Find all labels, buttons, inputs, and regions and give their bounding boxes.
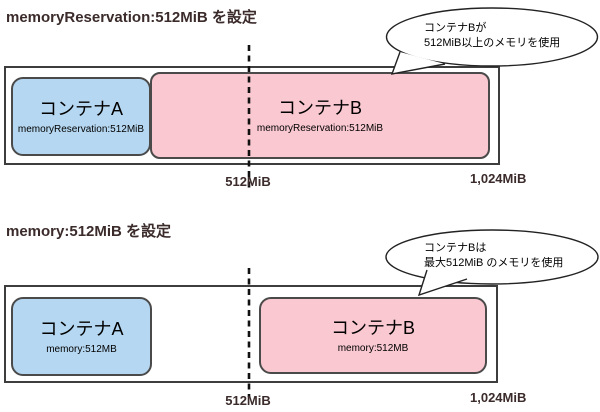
container-b-name: コンテナB xyxy=(277,97,362,118)
container-a-name: コンテナA xyxy=(38,98,123,119)
section1-container-a: コンテナA memoryReservation:512MiB xyxy=(11,77,151,156)
container-b-spec: memory:512MB xyxy=(337,342,409,354)
bubble-tail xyxy=(417,269,468,297)
container-a-name: コンテナA xyxy=(39,318,124,339)
section2-container-a: コンテナA memory:512MB xyxy=(11,297,152,376)
section1-title: memoryReservation:512MiB を設定 xyxy=(6,9,257,26)
bubble-line2: 最大512MiB のメモリを使用 xyxy=(424,257,564,269)
container-b-spec: memoryReservation:512MiB xyxy=(256,122,384,134)
section2-speech-bubble xyxy=(385,229,599,297)
section2-512mib-label: 512MiB xyxy=(225,393,271,408)
bubble-tail xyxy=(390,51,446,75)
section2-container-b: コンテナB memory:512MB xyxy=(259,297,487,374)
bubble-ellipse xyxy=(385,7,599,67)
section2-512-dashed-line xyxy=(247,268,251,397)
bubble-ellipse xyxy=(385,229,599,285)
bubble-line2: 512MiB以上のメモリを使用 xyxy=(424,37,561,49)
section2-title: memory:512MiB を設定 xyxy=(6,223,172,240)
bubble-line1: コンテナBは xyxy=(424,242,487,254)
section2-bubble-text: コンテナBは 最大512MiB のメモリを使用 xyxy=(424,241,563,271)
section1-speech-bubble xyxy=(385,7,599,75)
container-a-spec: memory:512MB xyxy=(46,343,117,355)
section1-1024mib-label: 1,024MiB xyxy=(470,171,527,186)
bubble-line1: コンテナBが xyxy=(424,22,487,34)
section1-bubble-text: コンテナBが 512MiB以上のメモリを使用 xyxy=(424,21,560,51)
section2-1024mib-label: 1,024MiB xyxy=(470,390,527,405)
section1-512mib-label: 512MiB xyxy=(225,174,271,189)
container-b-name: コンテナB xyxy=(330,317,415,338)
section1-512-dashed-line xyxy=(247,45,251,192)
container-a-spec: memoryReservation:512MiB xyxy=(17,123,145,135)
section1-container-b: コンテナB memoryReservation:512MiB xyxy=(150,72,490,159)
